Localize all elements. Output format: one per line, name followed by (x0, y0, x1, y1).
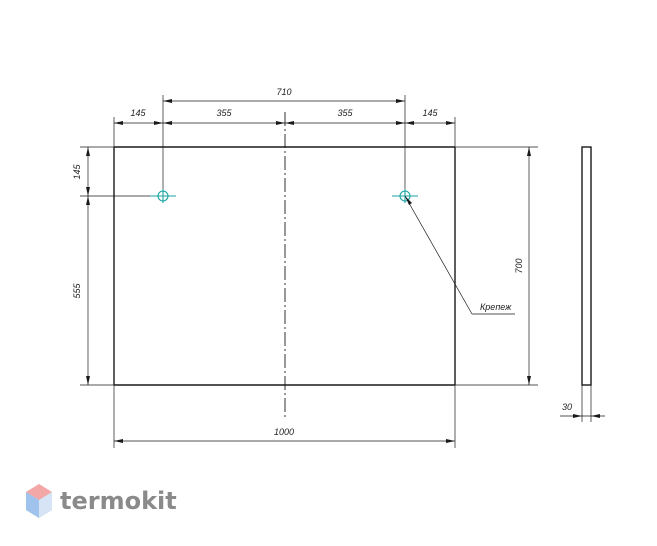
dimension-710: 710 (163, 87, 405, 103)
dimension-label-710: 710 (276, 87, 291, 97)
dimension-label-right-margin: 145 (422, 108, 438, 118)
callout-label: Крепеж (480, 302, 512, 312)
dimension-chain-vertical-left: 145 555 (72, 147, 90, 385)
dimension-label-1000: 1000 (274, 427, 294, 437)
dimension-700: 700 (514, 147, 531, 385)
dimension-1000: 1000 (114, 427, 455, 443)
dimension-label-top-offset: 145 (72, 164, 82, 180)
dimension-label-right-half: 355 (337, 108, 353, 118)
mounting-callout: Крепеж (404, 195, 515, 315)
mounting-point-left (150, 189, 176, 203)
brand-logo: termokit (24, 482, 177, 520)
dimension-label-thickness: 30 (562, 402, 572, 412)
extension-lines (80, 95, 538, 448)
dimension-label-left-half: 355 (216, 108, 232, 118)
hexagon-logo-icon (26, 484, 52, 518)
side-view: 30 (560, 146, 605, 422)
brand-name: termokit (60, 487, 177, 515)
dimension-label-700: 700 (514, 258, 524, 273)
panel-outline (113, 146, 456, 386)
dimension-chain-horizontal: 145 355 355 145 (114, 108, 455, 125)
dimension-label-left-margin: 145 (130, 108, 146, 118)
dimension-label-555: 555 (72, 283, 82, 299)
